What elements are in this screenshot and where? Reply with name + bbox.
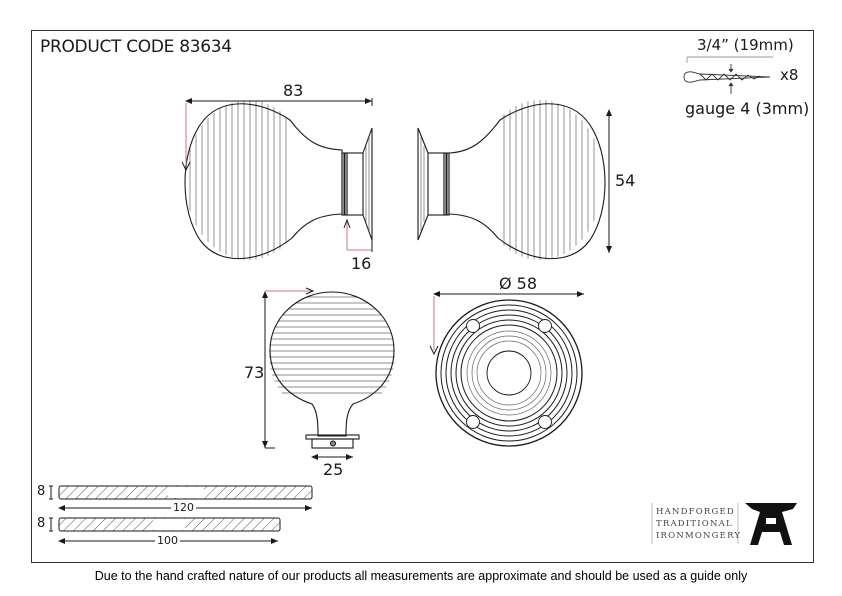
- product-code: PRODUCT CODE 83634: [40, 37, 232, 57]
- drawing-frame: [31, 30, 814, 563]
- dimension-58: [429, 291, 584, 356]
- spindle-100: [49, 517, 281, 544]
- dim-label-spindle1-thickness: 8: [37, 484, 46, 499]
- logo-line-1: HANDFORGED: [656, 507, 735, 517]
- logo-line-3: IRONMONGERY: [656, 531, 742, 541]
- knob-top-view: [269, 291, 395, 449]
- dim-label-16: 16: [351, 254, 372, 273]
- dim-label-73: 73: [244, 363, 265, 382]
- screw-quantity-label: x8: [780, 66, 799, 84]
- dim-label-83: 83: [283, 81, 304, 100]
- dim-label-54: 54: [615, 171, 636, 190]
- dim-label-58: Ø 58: [499, 274, 538, 293]
- disclaimer: Due to the hand crafted nature of our pr…: [94, 569, 748, 583]
- dim-label-25: 25: [323, 460, 344, 479]
- dim-label-100: 100: [155, 534, 180, 547]
- knob-side-view-right: [417, 100, 606, 260]
- dimension-83: [181, 98, 373, 172]
- knob-side-view-left: [184, 100, 373, 260]
- screw-gauge-label: gauge 4 (3mm): [685, 99, 810, 118]
- logo-line-2: TRADITIONAL: [656, 519, 733, 529]
- screw-icon: [683, 56, 773, 94]
- dimension-16: [343, 218, 373, 252]
- logo: [651, 503, 797, 545]
- dim-label-120: 120: [171, 501, 196, 514]
- rose-front-view: [435, 299, 583, 447]
- dimension-73: [262, 287, 315, 449]
- screw-length-label: 3/4” (19mm): [697, 36, 794, 54]
- dim-label-spindle2-thickness: 8: [37, 516, 46, 531]
- anvil-icon: [745, 503, 797, 545]
- logo-text: HANDFORGED TRADITIONAL IRONMONGERY: [656, 506, 741, 542]
